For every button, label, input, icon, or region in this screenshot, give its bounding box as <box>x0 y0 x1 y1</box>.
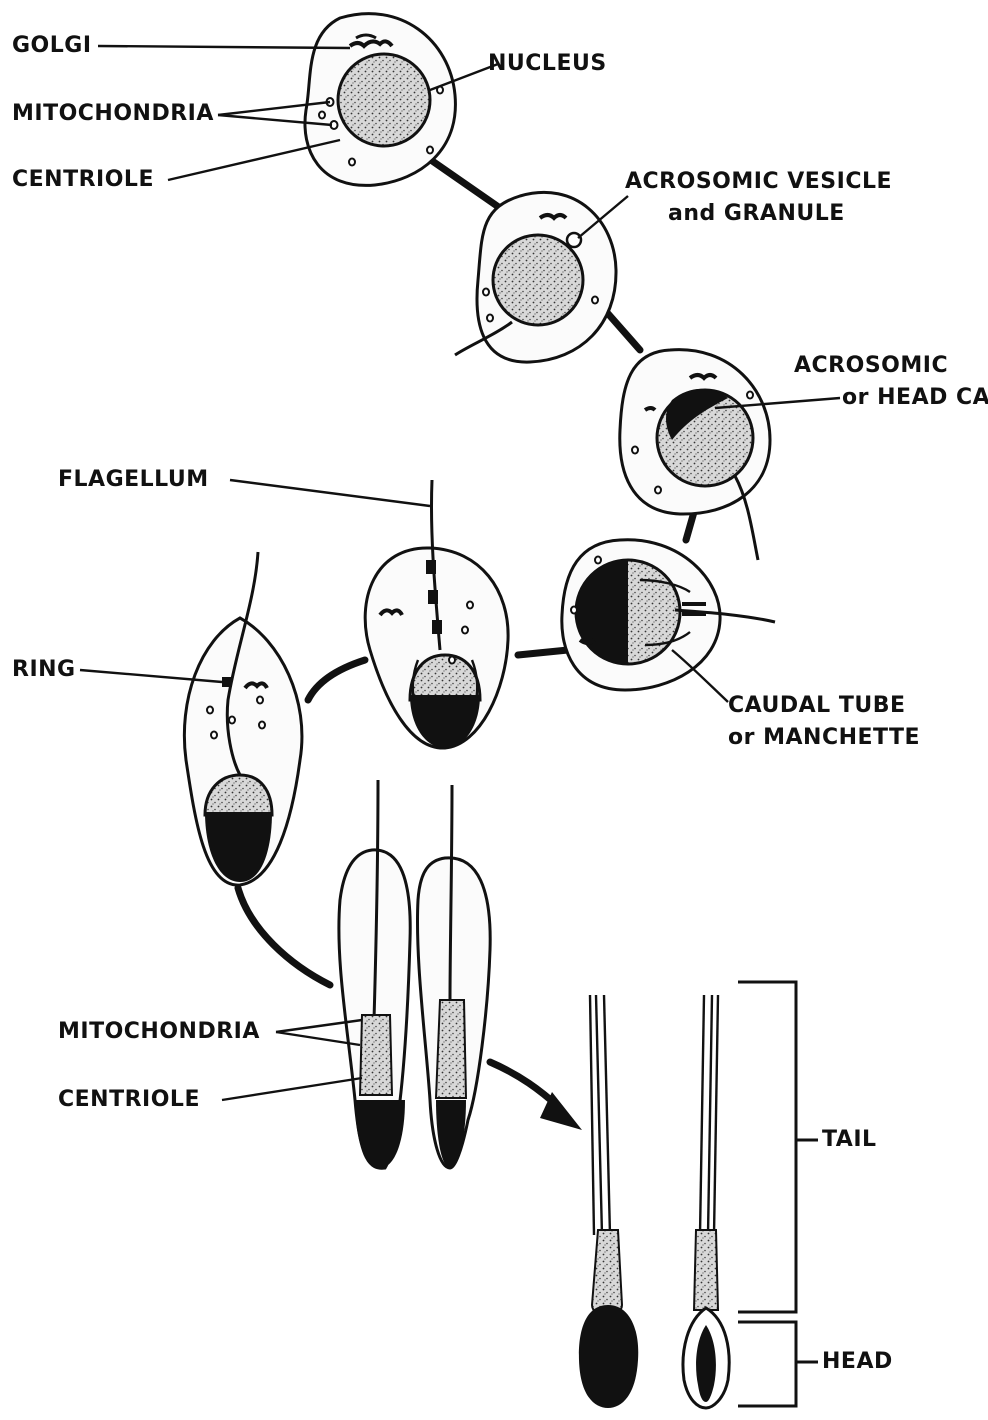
stage-1-spermatid <box>305 14 455 186</box>
label-head: HEAD <box>822 1348 893 1376</box>
label-flagellum: FLAGELLUM <box>58 466 209 494</box>
label-centriole-bottom: CENTRIOLE <box>58 1086 200 1114</box>
label-centriole-top: CENTRIOLE <box>12 166 154 194</box>
label-head-cap: or HEAD CAP <box>842 384 988 412</box>
stage-4-spermatid <box>562 540 775 690</box>
label-acrosomic-vesicle: ACROSOMIC VESICLE <box>625 168 892 196</box>
mature-sperm-1 <box>579 995 638 1408</box>
mature-sperm-2 <box>683 995 729 1408</box>
stage-7-spermatids <box>339 780 490 1168</box>
stage-6-spermatid <box>184 552 302 885</box>
label-and-granule: and GRANULE <box>668 200 845 228</box>
label-golgi: GOLGI <box>12 32 92 60</box>
acrosomic-vesicle-icon <box>567 233 581 247</box>
label-acrosomic: ACROSOMIC <box>794 352 948 380</box>
label-mitochondria-bottom: MITOCHONDRIA <box>58 1018 260 1046</box>
label-ring: RING <box>12 656 76 684</box>
label-nucleus: NUCLEUS <box>488 50 607 78</box>
label-tail: TAIL <box>822 1126 877 1154</box>
label-manchette: or MANCHETTE <box>728 724 920 752</box>
stage-3-spermatid <box>620 350 770 560</box>
tail-bracket <box>738 982 818 1312</box>
arrow-icon <box>490 1062 582 1130</box>
stage-2-spermatid <box>455 192 616 362</box>
label-caudal-tube: CAUDAL TUBE <box>728 692 906 720</box>
ring-icon <box>222 677 232 687</box>
label-mitochondria-top: MITOCHONDRIA <box>12 100 214 128</box>
stage-5-spermatid <box>365 480 508 748</box>
head-bracket <box>738 1322 818 1406</box>
